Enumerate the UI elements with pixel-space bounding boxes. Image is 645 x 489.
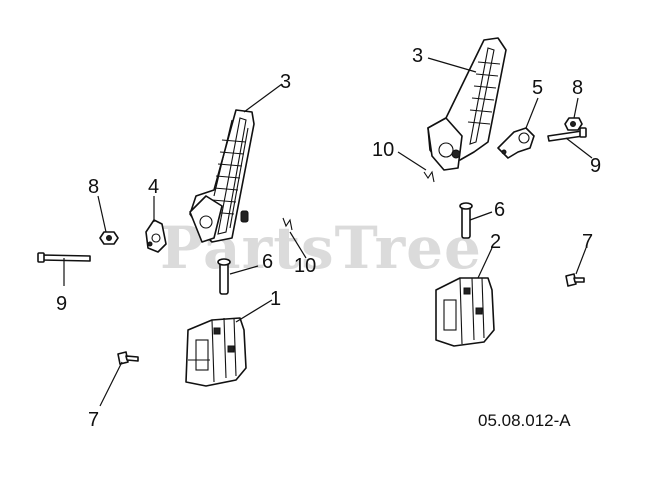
callout-8-right: 8 bbox=[572, 77, 583, 99]
bolt-right bbox=[565, 273, 585, 287]
callout-8-left: 8 bbox=[88, 176, 99, 198]
callout-5: 5 bbox=[532, 77, 543, 99]
callout-9-left: 9 bbox=[56, 293, 67, 315]
callout-9-right: 9 bbox=[590, 155, 601, 177]
spring-clip-right bbox=[423, 170, 435, 183]
cam-right bbox=[497, 127, 535, 159]
spacer-left bbox=[217, 258, 231, 295]
callout-3-left: 3 bbox=[280, 71, 291, 93]
callout-6-left: 6 bbox=[262, 251, 273, 273]
callout-3-right: 3 bbox=[412, 45, 423, 67]
pin-left bbox=[37, 252, 91, 263]
spacer-right bbox=[459, 202, 473, 239]
housing-right bbox=[435, 277, 495, 347]
callout-7-left: 7 bbox=[88, 409, 99, 431]
callout-10-left: 10 bbox=[294, 255, 316, 277]
pedal-lever-right bbox=[427, 37, 507, 171]
callout-4: 4 bbox=[148, 176, 159, 198]
callout-10-right: 10 bbox=[372, 139, 394, 161]
leader-lines bbox=[63, 57, 593, 407]
pin-right bbox=[547, 127, 587, 142]
callout-1: 1 bbox=[270, 288, 281, 310]
callout-6-right: 6 bbox=[494, 199, 505, 221]
pedal-lever-left bbox=[189, 109, 255, 243]
spring-clip-left bbox=[282, 217, 293, 231]
document-number: 05.08.012-A bbox=[478, 411, 571, 430]
nut-right bbox=[564, 117, 583, 131]
housing-left bbox=[185, 317, 247, 387]
callout-labels: 3 4 8 9 10 6 1 7 3 5 8 9 10 6 2 7 bbox=[56, 45, 601, 431]
callout-7-right: 7 bbox=[582, 231, 593, 253]
callout-2: 2 bbox=[490, 231, 501, 253]
bolt-left bbox=[117, 351, 139, 365]
nut-left bbox=[99, 231, 119, 245]
